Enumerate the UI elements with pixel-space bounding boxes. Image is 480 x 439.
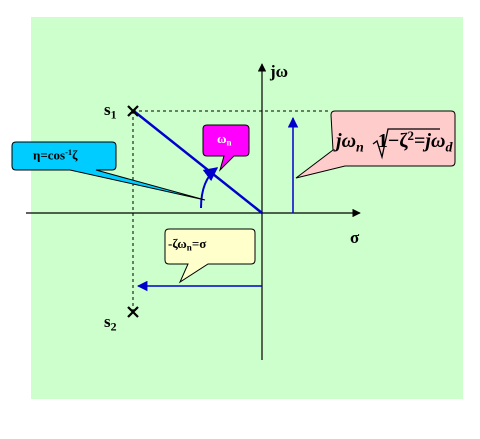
omega-n-callout [202, 124, 250, 172]
sqrt-symbol [372, 128, 440, 160]
angle-arc [200, 167, 219, 209]
sigma-callout-text: -ζωn=σ [168, 236, 207, 253]
pole-s1-label: s1 [104, 100, 117, 122]
omega-n-callout-text: ωn [217, 131, 232, 148]
sigma-callout [164, 228, 256, 284]
pole-s2-marker [127, 306, 139, 318]
real-axis-label: σ [350, 228, 360, 247]
natural-frequency-line [134, 111, 263, 214]
eta-callout [11, 141, 206, 201]
eta-callout-text: η=cos-1ζ [33, 147, 78, 163]
pole-s2-label: s2 [104, 312, 117, 334]
imaginary-axis-label: jω [270, 62, 289, 81]
damped-callout [295, 110, 456, 179]
pole-s1-marker [127, 105, 139, 117]
diagram-background [31, 17, 463, 399]
